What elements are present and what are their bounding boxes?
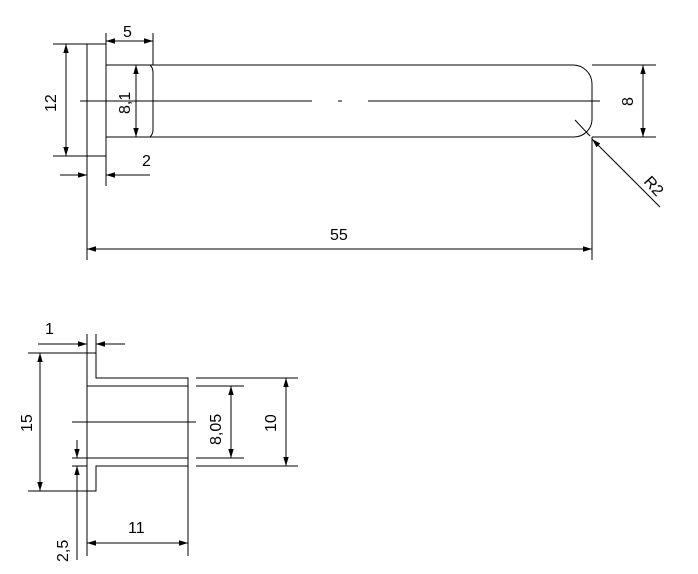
radius-leader-tail	[574, 119, 591, 137]
dim-flange-height: 15	[19, 414, 36, 432]
dim-wall: 2,5	[55, 540, 72, 562]
dim-shank-diameter: 8	[620, 97, 637, 106]
dim-radius: R2	[640, 173, 666, 200]
pin-drawing: 5 12 8,1 8 R2 2 55	[43, 24, 666, 260]
dim-line-radius	[591, 138, 661, 208]
dim-flange-thickness: 1	[45, 321, 54, 338]
bushing-drawing: 1 15 8,05 10 2,5 11	[19, 321, 298, 562]
dim-head-height: 12	[43, 94, 60, 112]
dim-length: 55	[330, 227, 348, 244]
dim-outer-diameter: 10	[263, 414, 280, 432]
pin-shank-outline	[106, 64, 593, 138]
dim-offset: 2	[142, 153, 151, 170]
pin-head	[86, 43, 107, 157]
dim-bushing-length: 11	[128, 520, 145, 537]
dim-inner-diameter: 8,05	[208, 414, 225, 445]
dim-neck-diameter: 8,1	[117, 92, 134, 114]
dim-head-thickness: 5	[123, 24, 132, 41]
